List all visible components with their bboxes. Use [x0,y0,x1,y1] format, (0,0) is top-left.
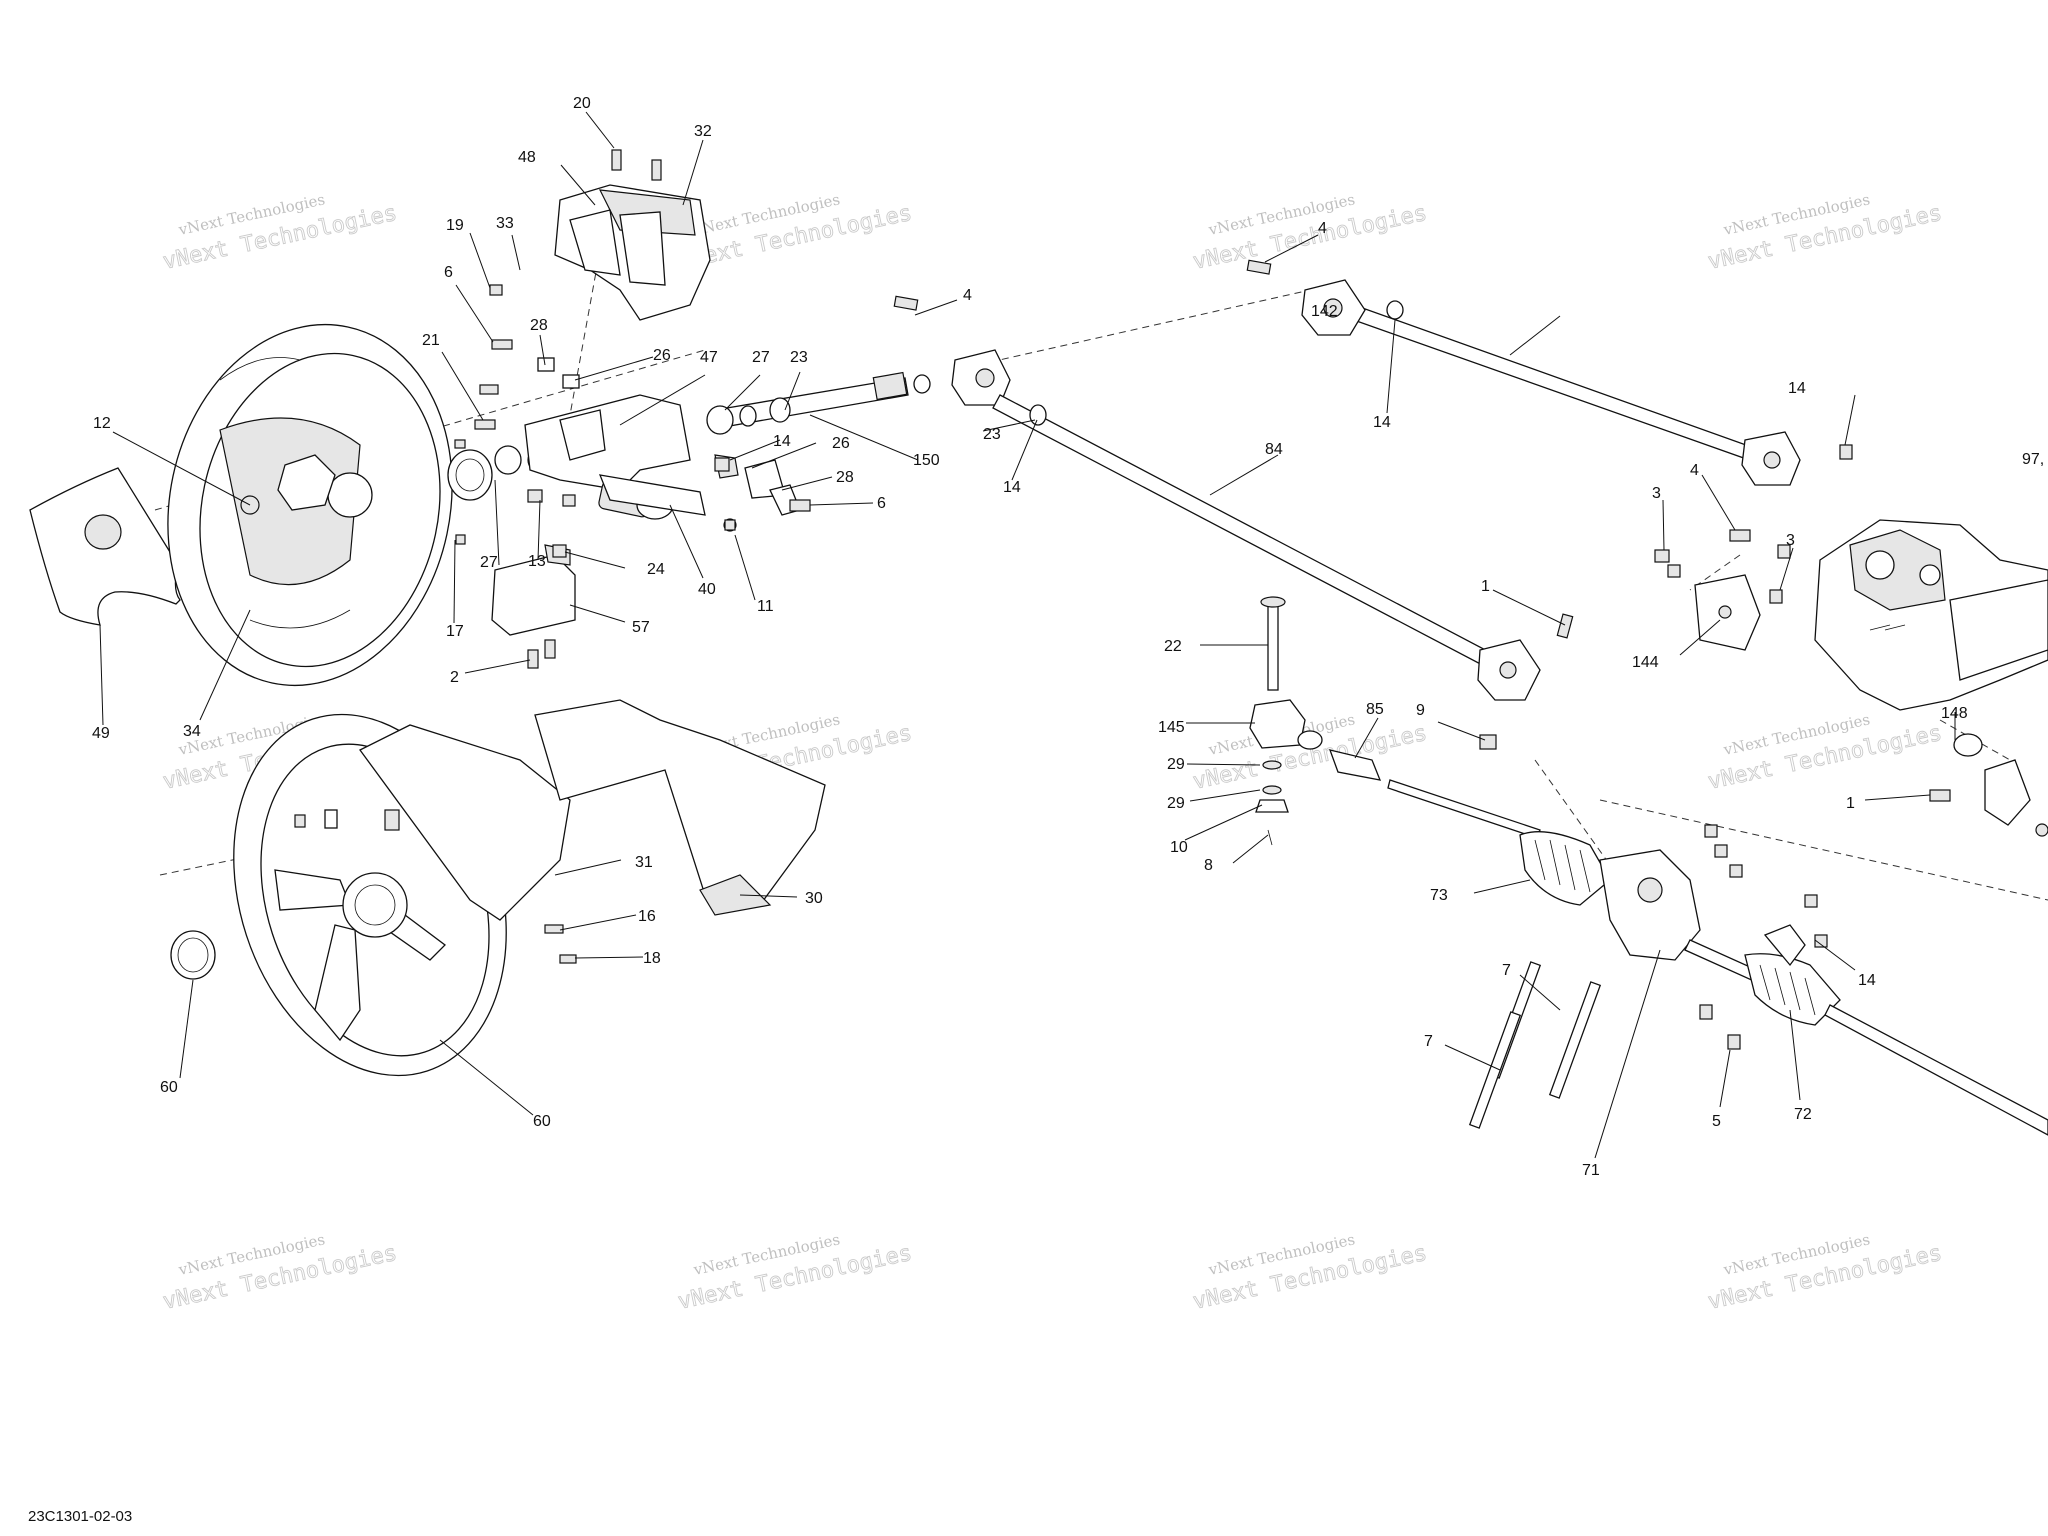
callout-2: 2 [450,669,459,686]
callout-40: 40 [698,581,716,598]
callout-1: 1 [1846,795,1855,812]
callout-48: 48 [518,149,536,166]
callout-23: 23 [790,349,808,366]
callout-142: 142 [1311,303,1338,320]
callout-14: 14 [1373,414,1391,431]
callout-10: 10 [1170,839,1188,856]
callout-28: 28 [836,469,854,486]
callout-14: 14 [1858,972,1876,989]
instrument-pod [554,184,711,321]
callout-49: 49 [92,725,110,742]
callout-3: 3 [1652,485,1661,502]
callout-7: 7 [1424,1033,1433,1050]
mounting-bracket-144 [1694,574,1761,651]
leader-lines [99,111,1956,1159]
callout-26: 26 [832,435,850,452]
callout-labels: 20 32 48 19 33 6 28 26 21 47 27 23 12 14… [92,95,2044,1179]
callout-148: 148 [1941,705,1968,722]
callout-29: 29 [1167,756,1185,773]
callout-9: 9 [1416,702,1425,719]
callout-6: 6 [444,264,453,281]
steering-rack [1387,779,2048,1136]
document-code: 23C1301-02-03 [28,1508,133,1525]
callout-145: 145 [1158,719,1185,736]
watermark: vNext Technologies vNext Technologies [1190,1230,1429,1315]
callout-84: 84 [1265,441,1283,458]
callout-29: 29 [1167,795,1185,812]
callout-33: 33 [496,215,514,232]
callout-28: 28 [530,317,548,334]
power-steering-unit [1814,519,2048,711]
watermark: vNext Technologies vNext Technologies [1705,1230,1944,1315]
callout-12: 12 [93,415,111,432]
steering-shroud [359,699,826,921]
intermediate-shaft-84 [992,394,1541,701]
callout-17: 17 [446,623,464,640]
callout-60: 60 [533,1113,551,1130]
callout-23: 23 [983,426,1001,443]
callout-6: 6 [877,495,886,512]
callout-85: 85 [1366,701,1384,718]
watermark: vNext Technologies vNext Technologies [675,1230,914,1315]
callout-14: 14 [1003,479,1021,496]
watermark: vNext Technologies vNext Technologies [1190,190,1429,275]
small-fasteners-lower-left [294,809,577,964]
watermark: vNext Technologies vNext Technologies [160,190,399,275]
callout-72: 72 [1794,1106,1812,1123]
callout-34: 34 [183,723,201,740]
center-fasteners [893,259,1853,750]
callout-144: 144 [1632,654,1659,671]
callout-7: 7 [1502,962,1511,979]
callout-27: 27 [480,554,498,571]
watermark: vNext Technologies vNext Technologies [1705,190,1944,275]
callout-71: 71 [1582,1162,1600,1179]
callout-4: 4 [1690,462,1699,479]
tie-rod-end-assembly [1249,596,1382,846]
small-fasteners-left [454,149,811,669]
callout-27: 27 [752,349,770,366]
callout-5: 5 [1712,1113,1721,1130]
watermark: vNext Technologies vNext Technologies [1705,710,1944,795]
hub-cover [29,467,181,626]
watermark: vNext Technologies vNext Technologies [160,1230,399,1315]
callout-1: 1 [1481,578,1490,595]
callout-21: 21 [422,332,440,349]
right-fasteners [1654,529,2048,837]
callout-16: 16 [638,908,656,925]
callout-20: 20 [573,95,591,112]
callout-11: 11 [757,598,774,615]
callout-4: 4 [1318,220,1327,237]
universal-joint-upper [951,349,1011,406]
callout-14: 14 [1788,380,1806,397]
intermediate-shaft-142 [1301,279,1801,486]
callout-150: 150 [913,452,940,469]
steering-shaft-150 [706,371,931,435]
callout-57: 57 [632,619,650,636]
callout-22: 22 [1164,638,1182,655]
callout-30: 30 [805,890,823,907]
callout-24: 24 [647,561,665,578]
callout-73: 73 [1430,887,1448,904]
callout-18: 18 [643,950,661,967]
callout-31: 31 [635,854,653,871]
callout-97: 97, [2022,451,2044,468]
callout-19: 19 [446,217,464,234]
callout-3: 3 [1786,532,1795,549]
callout-47: 47 [700,349,718,366]
callout-26: 26 [653,347,671,364]
callout-4: 4 [963,287,972,304]
callout-32: 32 [694,123,712,140]
callout-8: 8 [1204,857,1213,874]
callout-60: 60 [160,1079,178,1096]
upper-steering-wheel [167,323,453,687]
callout-14: 14 [773,433,791,450]
rack-mounting-bolts [1468,824,1828,1129]
horn-cap [170,930,216,980]
callout-13: 13 [528,553,546,570]
